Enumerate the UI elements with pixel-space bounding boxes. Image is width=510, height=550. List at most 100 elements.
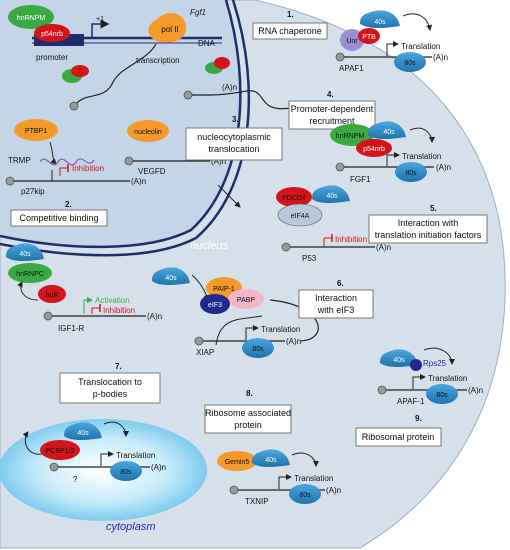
activation-label: Activation xyxy=(95,296,130,305)
s5-inhibition-label: Inhibition xyxy=(335,235,367,244)
mechanism-2-competitive-binding: PTBP1 TRMP Inhibition (A)n p27kip 2. Com… xyxy=(5,119,146,227)
transcription-label: transcription xyxy=(136,56,180,65)
nuclear-membrane-inner xyxy=(0,0,242,249)
pcbp-protein xyxy=(40,440,80,460)
igf1r-regulation: 40s hnRNPC huR Activation Inhibition (A)… xyxy=(6,243,162,333)
s6-translation-label: Translation xyxy=(261,325,300,334)
s4-gene-label: FGF1 xyxy=(350,175,371,184)
s1-40s-label: 40s xyxy=(374,19,386,26)
s5-gene-label: P53 xyxy=(302,254,317,263)
s1-polya-label: (A)n xyxy=(433,53,448,62)
nucleus-region xyxy=(0,0,240,248)
s1-80s-label: 80s xyxy=(404,60,416,67)
s1-gene-label: APAF1 xyxy=(339,64,364,73)
pabp-protein xyxy=(228,289,264,309)
hnrnpc-label: hnRNPC xyxy=(16,271,44,278)
s2-gene-label: p27kip xyxy=(21,187,45,196)
s4-40s-label: 40s xyxy=(383,129,395,136)
s4-80s-label: 80s xyxy=(405,170,417,177)
s3-gene-label: VEGFD xyxy=(138,167,166,176)
nuclear-membrane-outer xyxy=(0,0,251,257)
hur-label: huR xyxy=(46,292,59,299)
s9-translation-label: Translation xyxy=(428,374,467,383)
s9-gene-label: APAF-1 xyxy=(397,397,425,406)
mechanism-9-ribosomal-protein: 40s Rps25 Translation 80s (A)n APAF-1 9.… xyxy=(355,347,483,447)
pdcd4-label: PDCD4 xyxy=(282,195,306,202)
pol2-label: pol II xyxy=(161,25,178,34)
pdcd4-protein xyxy=(276,187,312,207)
mechanism-3-translocation: nucleolin (A)n VEGFD 3. nucleocytoplasmi… xyxy=(124,115,283,208)
p-body xyxy=(0,419,207,521)
s8-polya-label: (A)n xyxy=(326,486,341,495)
unr-protein xyxy=(340,29,364,51)
s6-80s-label: 80s xyxy=(252,346,264,353)
pabp-label: PABP xyxy=(237,297,255,304)
s7-translation-label: Translation xyxy=(116,451,155,460)
ptbp1-protein xyxy=(14,119,58,141)
paip1-label: PAIP-1 xyxy=(213,286,235,293)
hur-protein xyxy=(38,285,66,303)
mechanism-6-number: 6. xyxy=(337,279,344,288)
exported-polya-label: (A)n xyxy=(222,83,237,92)
s3-polya-label: (A)n xyxy=(211,157,226,166)
nucleus-label: nucleus xyxy=(190,240,228,252)
s9-polya-label: (A)n xyxy=(468,386,483,395)
s9-40s-label: 40s xyxy=(393,357,405,364)
rps25-label: Rps25 xyxy=(423,359,447,368)
ptb-label: PTB xyxy=(362,34,376,41)
mechanism-1-number: 1. xyxy=(287,10,294,19)
p54nrb-label: p54nrb xyxy=(41,31,63,38)
s8-40s-label: 40s xyxy=(265,457,277,464)
mechanism-2-title: Competitive binding xyxy=(19,213,98,223)
s4-p54nrb-label: p54nrb xyxy=(363,146,385,153)
s4-translation-label: Translation xyxy=(402,152,441,161)
gemin5-protein xyxy=(217,451,257,471)
mechanism-1-title: RNA chaperone xyxy=(258,26,322,36)
ribosome-40s xyxy=(360,10,400,28)
s2b-40s-label: 40s xyxy=(19,251,31,258)
s7-polya-label: (A)n xyxy=(151,463,166,472)
mechanism-6-eif3: 40s PAIP-1 PABP eIF3 Translation (A)n 80… xyxy=(152,267,374,358)
ptbp1-label: PTBP1 xyxy=(25,128,47,135)
mechanism-4-number: 4. xyxy=(327,90,334,99)
ribosome-80s xyxy=(394,52,426,72)
s4-hnrnpm-protein xyxy=(330,124,374,146)
s5-polya-label: (A)n xyxy=(376,243,391,252)
mechanism-8-number: 8. xyxy=(246,389,253,398)
promoter-label: promoter xyxy=(36,53,68,62)
s2-polya-label: (A)n xyxy=(131,177,146,186)
fgf1-gene-label: Fgf1 xyxy=(190,8,206,17)
s2-inhibition-label: Inhibition xyxy=(72,164,104,173)
unr-label: Unr xyxy=(346,38,358,45)
ptb-protein xyxy=(358,28,380,44)
rps25-protein xyxy=(410,359,422,371)
s1-translation-label: Translation xyxy=(401,42,440,51)
s8-80s-label: 80s xyxy=(299,492,311,499)
hnrnpm-protein xyxy=(8,5,54,29)
mechanism-1-rna-chaperone: 1. RNA chaperone 40s Unr PTB Translation… xyxy=(252,10,448,73)
mechanism-5-number: 5. xyxy=(430,204,437,213)
unknown-gene-label: ? xyxy=(73,475,78,484)
mechanism-7-number: 7. xyxy=(115,362,122,371)
s5-40s-label: 40s xyxy=(326,193,338,200)
s2b-inhibition-label: Inhibition xyxy=(103,306,135,315)
s8-translation-label: Translation xyxy=(294,474,333,483)
s6-polya-label: (A)n xyxy=(286,337,301,346)
eif3-protein xyxy=(200,294,230,314)
eif4a-label: eIF4A xyxy=(291,213,310,220)
s7-80s-label: 80s xyxy=(120,469,132,476)
eif3-label: eIF3 xyxy=(208,302,222,309)
s4-hnrnpm-label: hnRNPM xyxy=(336,133,365,140)
trmp-label: TRMP xyxy=(8,156,31,165)
s6-gene-label: XIAP xyxy=(196,348,214,357)
s9-80s-label: 80s xyxy=(436,392,448,399)
mechanism-2-number: 2. xyxy=(65,200,72,209)
cytoplasm-label: cytoplasm xyxy=(106,521,156,533)
